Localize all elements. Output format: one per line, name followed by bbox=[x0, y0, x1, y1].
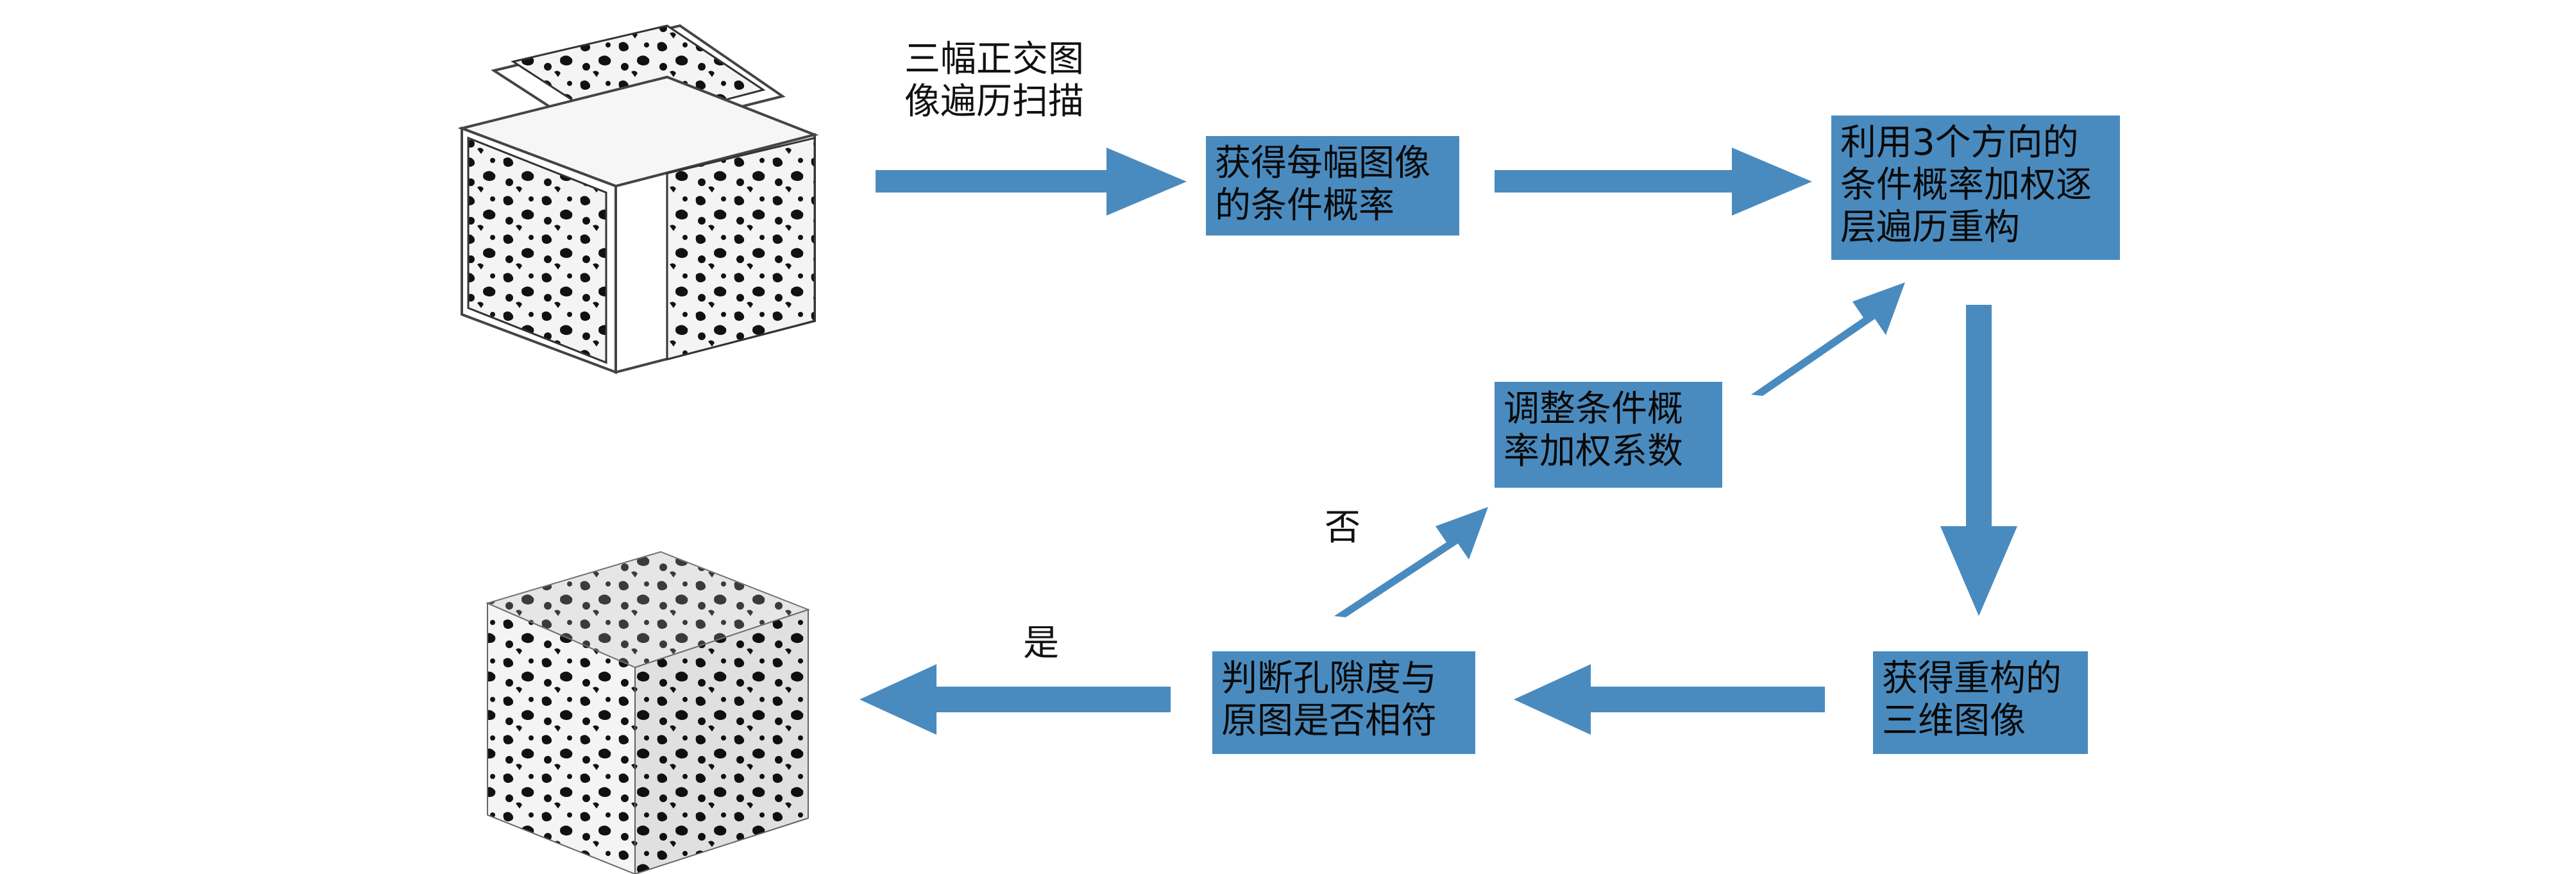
arrow-prob-to-recon bbox=[1495, 148, 1812, 216]
box-reconstructed-3d: 获得重构的 三维图像 bbox=[1873, 651, 2088, 754]
arrows bbox=[860, 148, 2017, 735]
box-porosity-check: 判断孔隙度与 原图是否相符 bbox=[1212, 651, 1475, 754]
arrow-judge-to-adjust bbox=[1334, 507, 1488, 617]
arrow-recon-to-result bbox=[1940, 305, 2017, 616]
no-label: 否 bbox=[1325, 507, 1360, 549]
arrow-judge-to-output bbox=[860, 664, 1171, 735]
box-adjust-weights: 调整条件概 率加权系数 bbox=[1495, 382, 1722, 488]
arrow-result-to-judge bbox=[1514, 664, 1825, 735]
reconstructed-3d-cube-icon bbox=[486, 551, 810, 874]
orthogonal-slices-cube-icon bbox=[457, 24, 819, 374]
arrow-scan-to-prob bbox=[876, 148, 1187, 216]
box-conditional-probability: 获得每幅图像 的条件概率 bbox=[1206, 136, 1459, 236]
box-weighted-reconstruction: 利用3个方向的 条件概率加权逐 层遍历重构 bbox=[1831, 116, 2120, 260]
arrow-adjust-to-recon bbox=[1751, 282, 1905, 396]
scan-label: 三幅正交图 像遍历扫描 bbox=[904, 39, 1084, 123]
yes-label: 是 bbox=[1023, 622, 1059, 664]
